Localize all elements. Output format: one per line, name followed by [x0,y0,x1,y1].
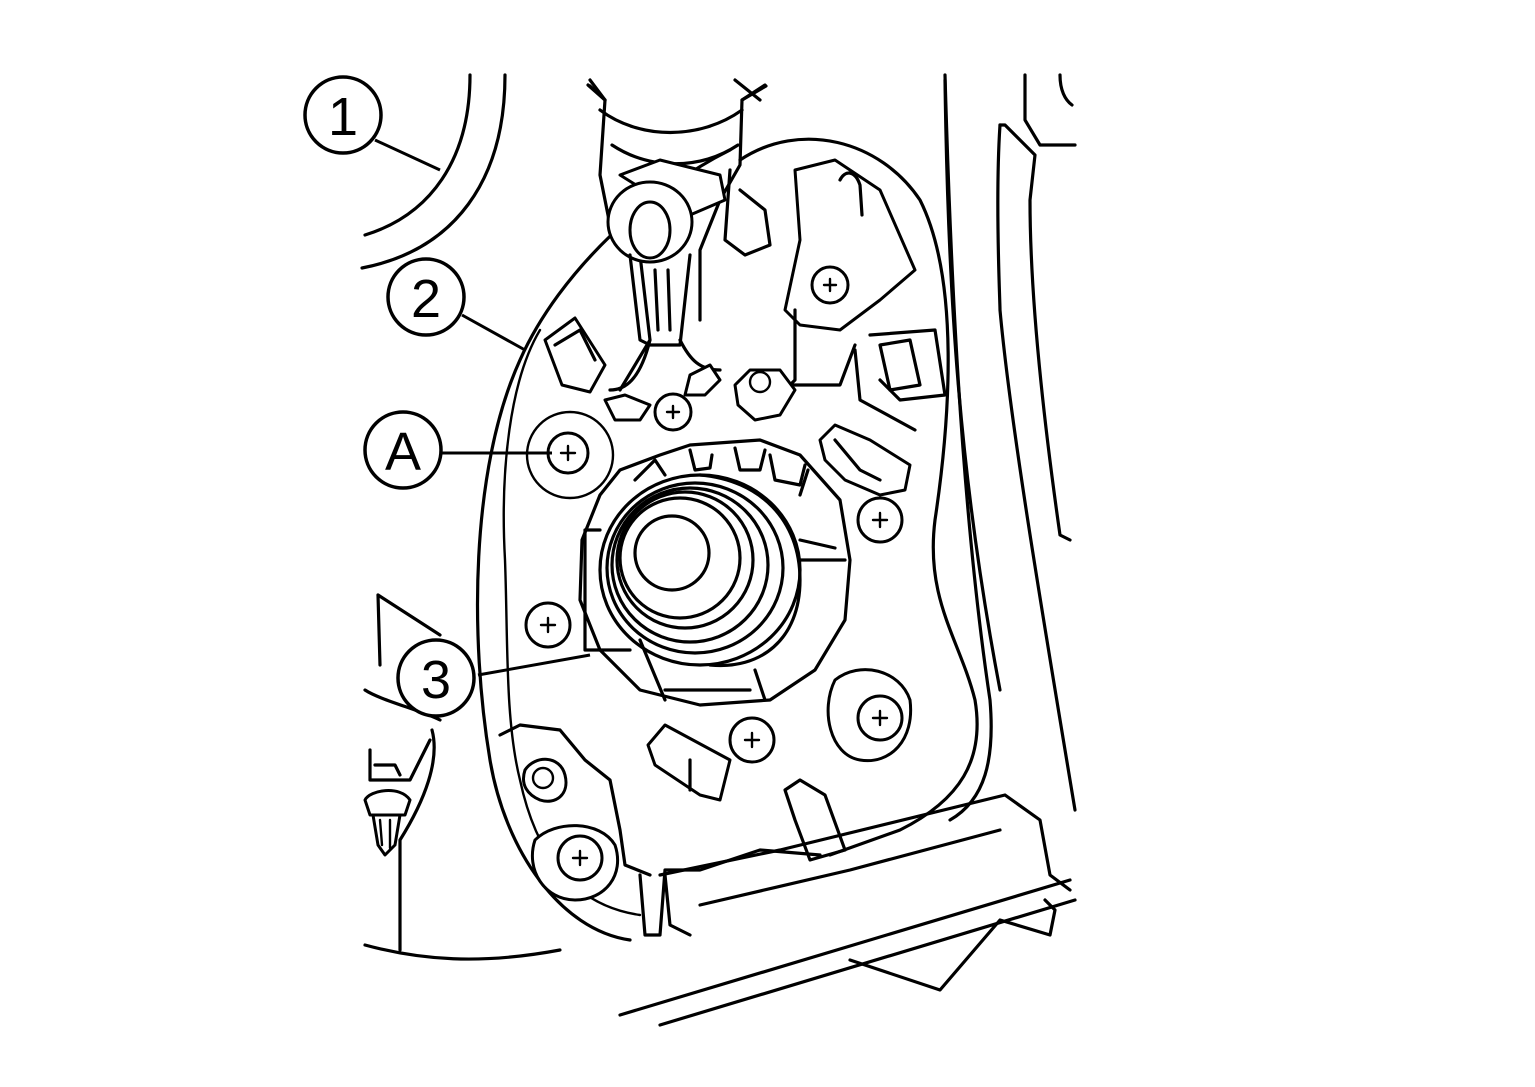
screw-lower-right [826,668,913,763]
right-tab [818,423,912,497]
screw-lower-left [530,824,620,902]
callout-2-label: 2 [411,269,441,329]
center-clips [603,363,797,422]
lower-tabs [646,723,847,862]
screw-right-mid [856,496,904,544]
left-side-bracket [363,593,562,961]
leader-1 [374,138,441,172]
shift-boot-assembly [578,438,852,707]
upper-left-clip [543,316,607,394]
callout-A-label: A [385,422,421,482]
push-pin-clip [363,789,412,857]
bottom-trim [618,793,1077,1027]
leader-2 [461,313,526,352]
callout-A: A [363,410,443,490]
screw-upper-right [810,265,850,305]
callout-3: 3 [396,638,476,718]
lower-left-bracket [498,723,652,877]
callout-1: 1 [303,75,383,155]
screw-left-mid [524,601,572,649]
leader-lines [374,138,591,677]
callout-3-label: 3 [421,650,451,710]
leader-3 [477,653,591,677]
callout-1-label: 1 [328,87,358,147]
screw-A [525,410,615,500]
screw-upper-center [653,392,693,432]
screw-lower-center [728,716,776,764]
callout-2: 2 [386,257,466,337]
top-bracket [586,78,768,392]
right-trim-panel [943,73,1077,822]
outer-panel-arc [360,73,507,270]
